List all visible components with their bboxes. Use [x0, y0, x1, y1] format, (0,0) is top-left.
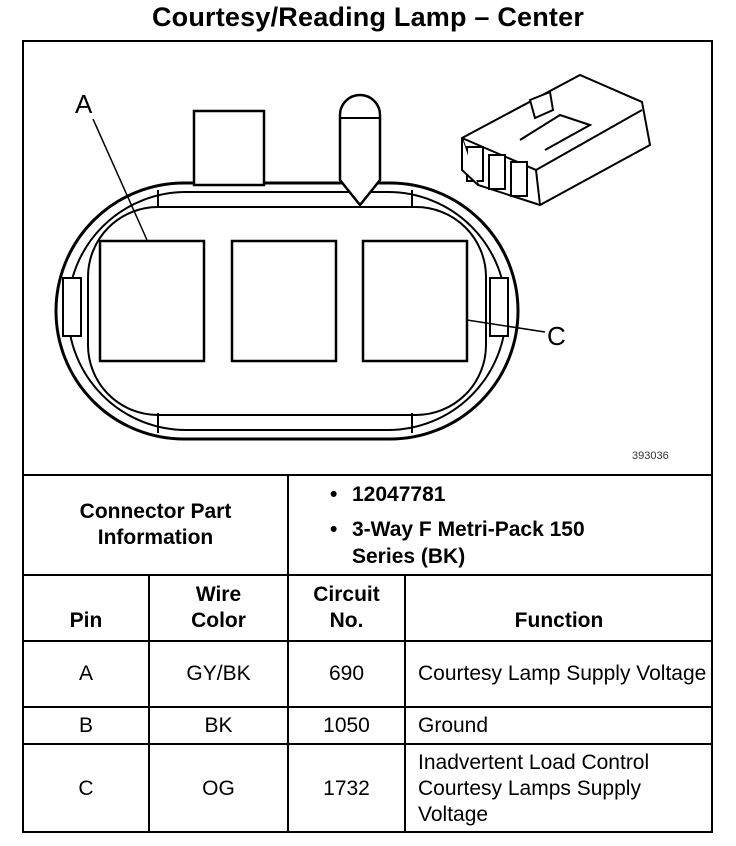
col-divider-2: [287, 574, 289, 833]
bullet-icon: •: [330, 483, 338, 506]
row-a-pin: A: [78, 662, 93, 685]
diagram-frame: [22, 40, 713, 833]
row-c-circuit: 1732: [323, 777, 370, 800]
row-c-wire-color: OG: [202, 777, 235, 800]
cavity-a: [98, 239, 206, 363]
info-divider: [22, 574, 713, 576]
figure-code: 393036: [632, 450, 669, 462]
row-divider-1: [22, 706, 713, 708]
header-circuit: Circuit No.: [313, 583, 380, 632]
header-pin: Pin: [69, 609, 103, 632]
row-a-wire-color: GY/BK: [186, 662, 251, 685]
row-divider-2: [22, 743, 713, 745]
label-pin-c: C: [547, 321, 566, 351]
part-number: 12047781: [352, 483, 446, 506]
connector-face: [54, 93, 520, 441]
cavity-c: [361, 239, 469, 363]
row-b-pin: B: [78, 713, 93, 737]
page-title: Courtesy/Reading Lamp – Center: [151, 2, 585, 32]
row-b-circuit: 1050: [323, 713, 370, 737]
col-divider-1: [148, 574, 150, 833]
cavity-b: [230, 239, 338, 363]
header-wire-color: Wire Color: [191, 583, 246, 632]
connector-diagram: A C: [54, 73, 652, 441]
row-c-function: Inadvertent Load Control Courtesy Lamps …: [418, 751, 650, 826]
row-a-function: Courtesy Lamp Supply Voltage: [418, 662, 707, 685]
info-col-divider: [287, 474, 289, 574]
row-b-function: Ground: [418, 713, 489, 737]
header-divider: [22, 640, 713, 642]
connector-type: 3-Way F Metri-Pack 150 Series (BK): [352, 518, 585, 568]
header-function: Function: [514, 609, 604, 632]
connector-info-label: Connector Part Information: [79, 500, 232, 549]
bullet-icon: •: [330, 518, 338, 541]
col-divider-3: [404, 574, 406, 833]
pin-cavities: [98, 239, 469, 363]
table-top-border: [22, 474, 713, 476]
row-b-wire-color: BK: [204, 713, 233, 737]
connector-3d-icon: [460, 73, 652, 207]
row-c-pin: C: [78, 777, 94, 800]
leader-lines: [92, 118, 546, 333]
label-pin-a: A: [75, 89, 93, 119]
row-a-circuit: 690: [328, 662, 365, 685]
